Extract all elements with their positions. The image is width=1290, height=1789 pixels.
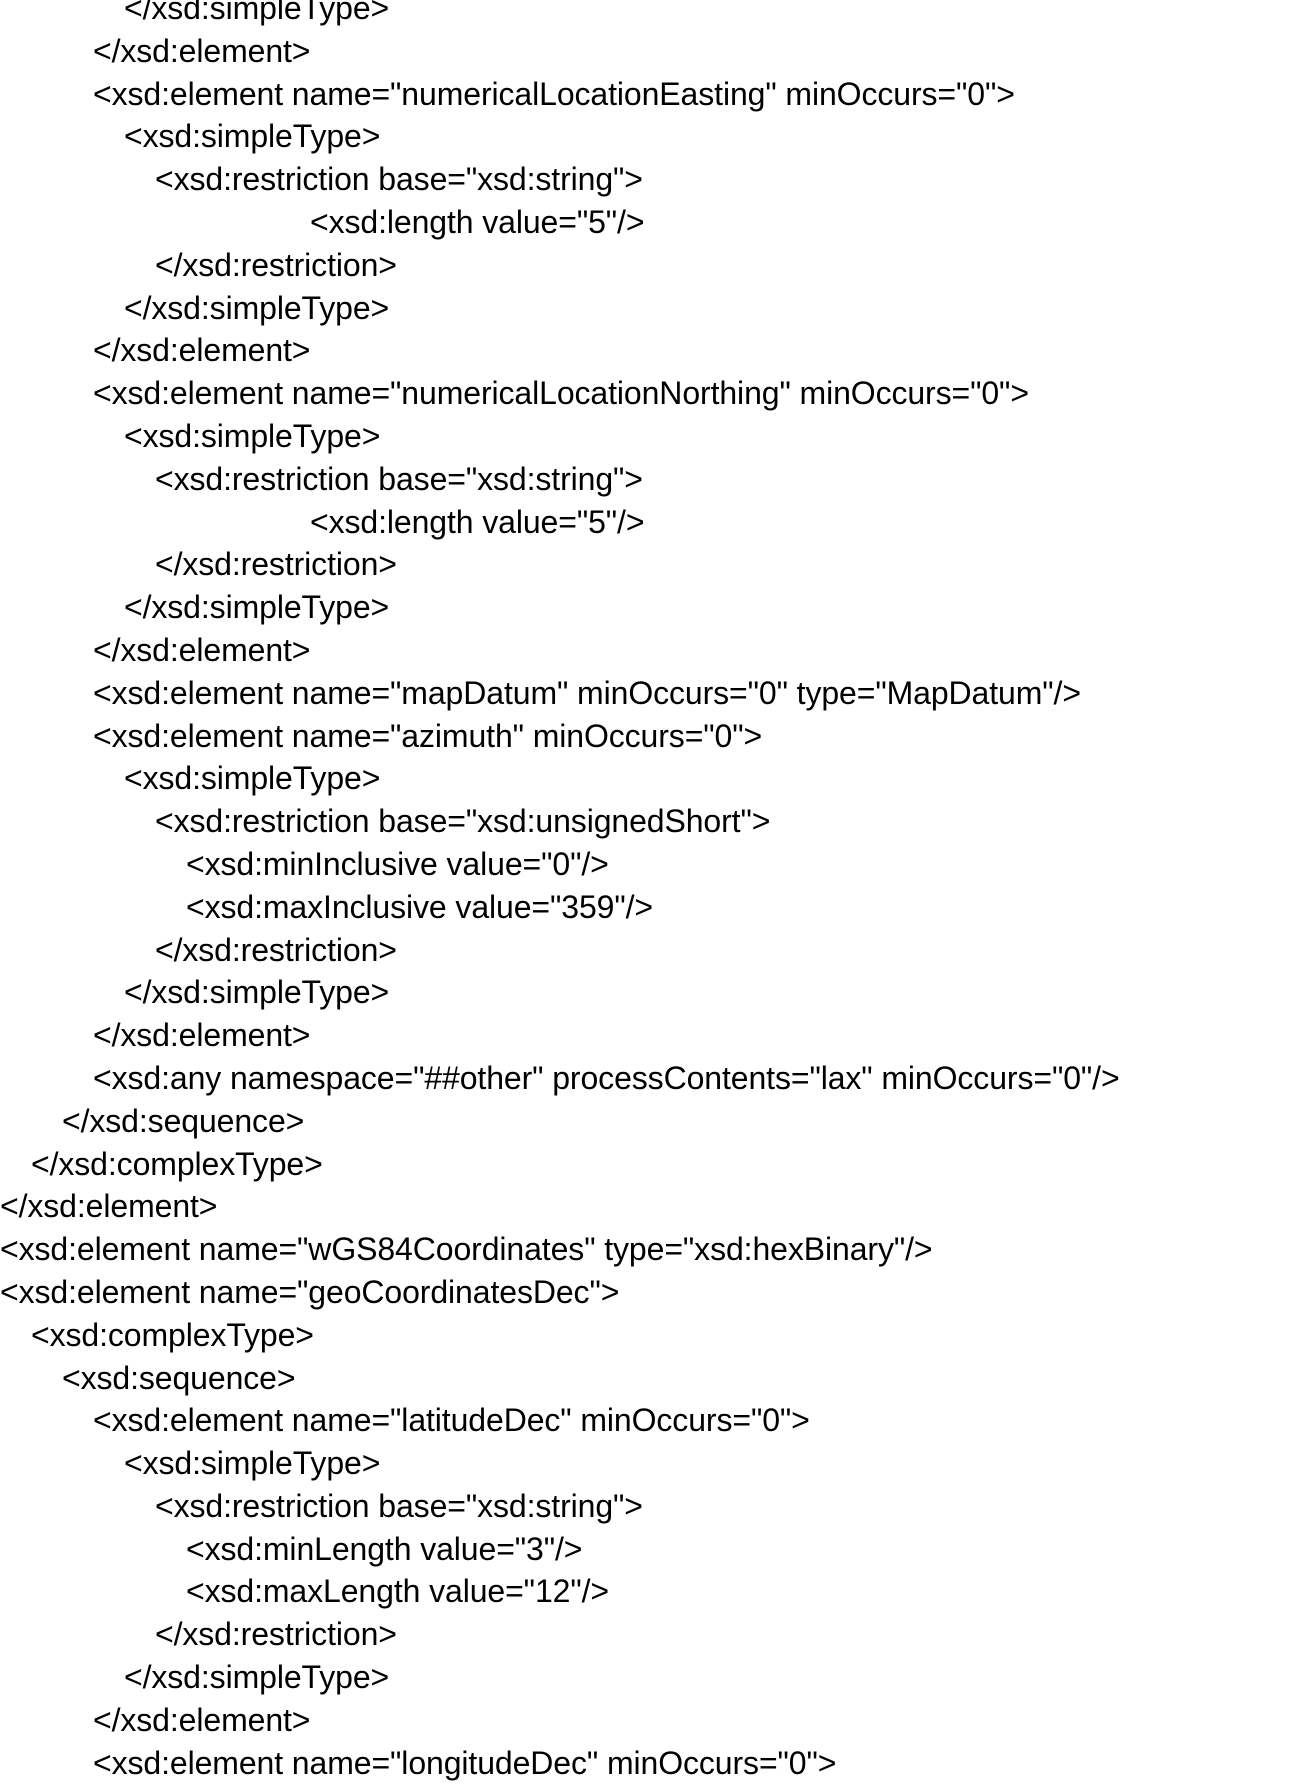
code-line: </xsd:simpleType> <box>124 974 390 1011</box>
code-line: <xsd:element name="mapDatum" minOccurs="… <box>93 674 1081 711</box>
code-line: </xsd:element> <box>93 32 311 69</box>
code-line: <xsd:element name="latitudeDec" minOccur… <box>93 1402 810 1439</box>
code-line: <xsd:element name="numericalLocationEast… <box>93 75 1015 112</box>
code-line: </xsd:element> <box>93 1701 311 1738</box>
code-line: </xsd:element> <box>93 1017 311 1054</box>
code-line: </xsd:element> <box>93 631 311 668</box>
code-line: <xsd:element name="longitudeDec" minOccu… <box>93 1744 837 1781</box>
code-line: </xsd:restriction> <box>155 546 397 583</box>
code-line: <xsd:element name="numericalLocationNort… <box>93 375 1029 412</box>
code-line: <xsd:restriction base="xsd:string"> <box>155 161 643 198</box>
code-line: <xsd:maxInclusive value="359"/> <box>186 888 653 925</box>
code-line: <xsd:minInclusive value="0"/> <box>186 845 609 882</box>
code-line: <xsd:element name="azimuth" minOccurs="0… <box>93 717 763 754</box>
code-line: <xsd:maxLength value="12"/> <box>186 1573 609 1610</box>
code-line: </xsd:simpleType> <box>124 589 390 626</box>
code-line: <xsd:element name="wGS84Coordinates" typ… <box>0 1231 933 1268</box>
code-line: <xsd:restriction base="xsd:string"> <box>155 1487 643 1524</box>
code-line: </xsd:restriction> <box>155 246 397 283</box>
code-line: </xsd:element> <box>93 332 311 369</box>
code-line: <xsd:restriction base="xsd:string"> <box>155 460 643 497</box>
code-line: </xsd:element> <box>0 1188 218 1225</box>
code-line: <xsd:sequence> <box>62 1359 296 1396</box>
code-line: </xsd:simpleType> <box>124 1659 390 1696</box>
code-line: <xsd:length value="5"/> <box>310 203 645 240</box>
code-line: <xsd:element name="geoCoordinatesDec"> <box>0 1273 620 1310</box>
code-line: <xsd:restriction base="xsd:unsignedShort… <box>155 803 771 840</box>
code-line: <xsd:minLength value="3"/> <box>186 1530 583 1567</box>
code-line: <xsd:simpleType> <box>124 118 381 155</box>
code-line: </xsd:complexType> <box>31 1145 323 1182</box>
code-line: <xsd:simpleType> <box>124 417 381 454</box>
code-line: </xsd:simpleType> <box>124 289 390 326</box>
code-line: </xsd:simpleType> <box>124 0 390 26</box>
code-line: </xsd:restriction> <box>155 1616 397 1653</box>
code-line: </xsd:sequence> <box>62 1102 305 1139</box>
code-line: <xsd:any namespace="##other" processCont… <box>93 1059 1120 1096</box>
code-line: <xsd:complexType> <box>31 1316 314 1353</box>
code-line: <xsd:simpleType> <box>124 760 381 797</box>
code-line: <xsd:simpleType> <box>124 1445 381 1482</box>
code-line: <xsd:length value="5"/> <box>310 503 645 540</box>
code-line: </xsd:restriction> <box>155 931 397 968</box>
